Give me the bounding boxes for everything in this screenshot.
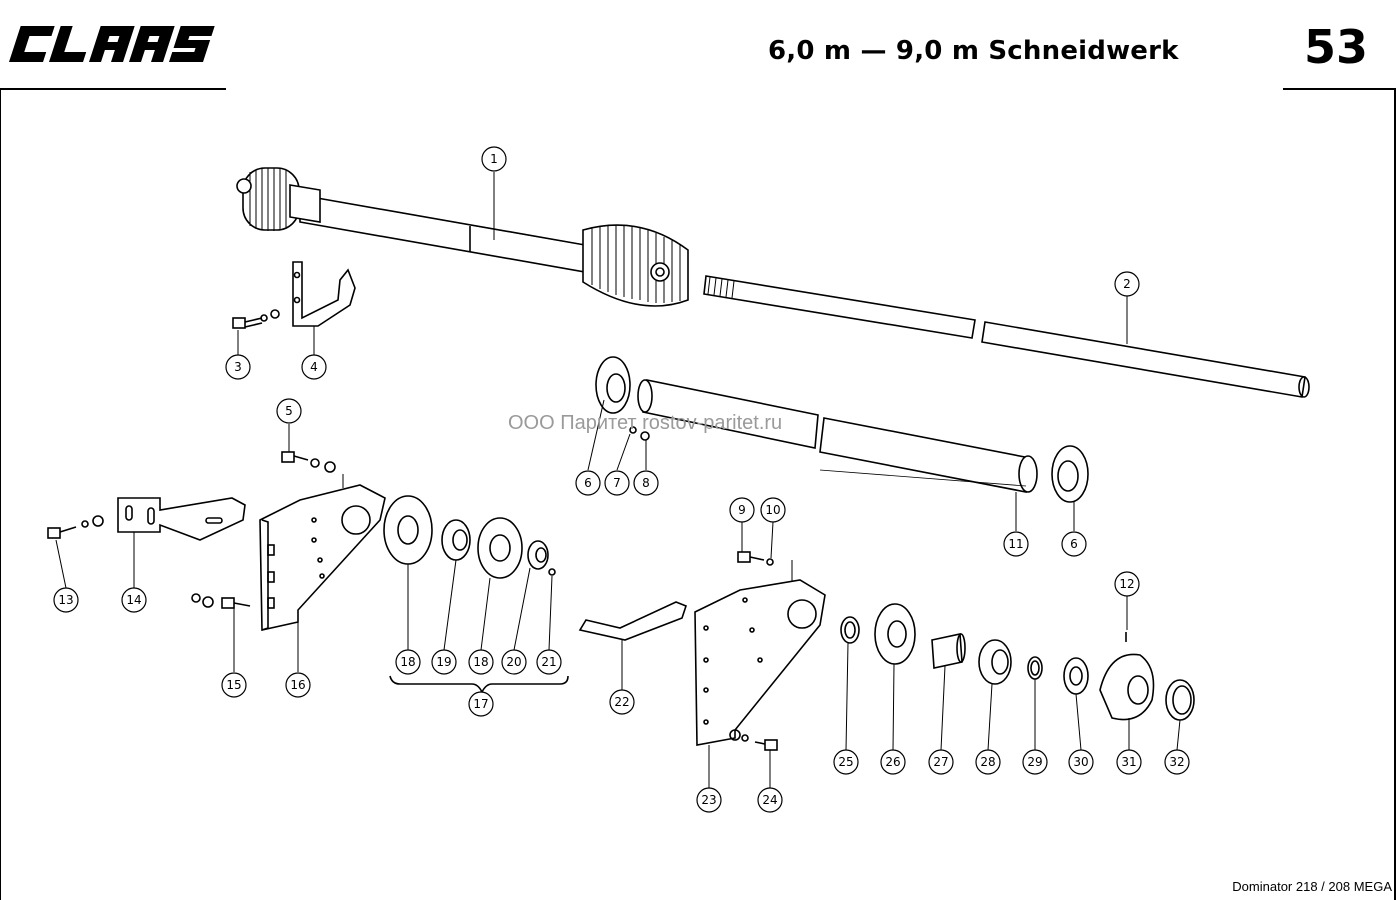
part-bolt	[191, 593, 251, 609]
part-long-shaft	[703, 275, 1310, 398]
svg-text:10: 10	[765, 503, 780, 517]
callout-15: 15	[221, 672, 247, 698]
svg-text:3: 3	[234, 360, 242, 374]
part-bolt	[47, 515, 104, 539]
callout-5: 5	[276, 398, 302, 424]
callout-12: 12	[1114, 571, 1140, 597]
part-bearing-stack	[840, 603, 1195, 721]
svg-text:20: 20	[506, 655, 521, 669]
part-bracket	[292, 261, 356, 327]
callout-28: 28	[975, 749, 1001, 775]
svg-text:28: 28	[980, 755, 995, 769]
svg-text:22: 22	[614, 695, 629, 709]
svg-text:15: 15	[226, 678, 241, 692]
part-washer-small	[629, 426, 637, 434]
header-rule-left	[0, 88, 226, 90]
svg-text:1: 1	[490, 152, 498, 166]
leader-lines	[55, 172, 1181, 788]
watermark: ООО Паритет rostov-paritet.ru	[508, 412, 783, 434]
svg-text:5: 5	[285, 404, 293, 418]
svg-text:13: 13	[58, 593, 73, 607]
svg-text:19: 19	[436, 655, 451, 669]
callout-3: 3	[225, 354, 251, 380]
footer-model: Dominator 218 / 208 MEGA	[1232, 879, 1392, 894]
svg-text:26: 26	[885, 755, 900, 769]
callout-21: 21	[536, 649, 562, 675]
svg-text:12: 12	[1119, 577, 1134, 591]
callout-30: 30	[1068, 749, 1094, 775]
part-bolt	[729, 729, 778, 751]
callout-17: 17	[468, 691, 494, 717]
callout-23: 23	[696, 787, 722, 813]
svg-text:31: 31	[1121, 755, 1136, 769]
part-bolt	[281, 451, 336, 473]
svg-text:24: 24	[762, 793, 777, 807]
svg-text:2: 2	[1123, 277, 1131, 291]
callout-7: 7	[604, 470, 630, 496]
svg-text:32: 32	[1169, 755, 1184, 769]
callout-1: 1	[481, 146, 507, 172]
svg-text:6: 6	[1070, 537, 1078, 551]
callout-4: 4	[301, 354, 327, 380]
part-angle-bracket	[117, 497, 246, 541]
svg-text:27: 27	[933, 755, 948, 769]
part-bolt	[737, 551, 774, 566]
svg-text:11: 11	[1008, 537, 1023, 551]
svg-text:4: 4	[310, 360, 318, 374]
part-flange	[595, 356, 1089, 503]
callout-25: 25	[833, 749, 859, 775]
svg-text:16: 16	[290, 678, 305, 692]
page-number: 53	[1304, 20, 1369, 74]
callout-8: 8	[633, 470, 659, 496]
callout-16: 16	[285, 672, 311, 698]
svg-text:9: 9	[738, 503, 746, 517]
claas-logo	[9, 26, 215, 62]
page-title: 6,0 m — 9,0 m Schneidwerk	[768, 36, 1179, 66]
callout-6: 6	[575, 470, 601, 496]
part-nut-small	[640, 431, 650, 441]
callout-31: 31	[1116, 749, 1142, 775]
part-drive-shaft	[236, 167, 689, 307]
svg-text:30: 30	[1073, 755, 1088, 769]
callout-24: 24	[757, 787, 783, 813]
callout-32: 32	[1164, 749, 1190, 775]
svg-text:17: 17	[473, 697, 488, 711]
svg-text:25: 25	[838, 755, 853, 769]
callout-14: 14	[121, 587, 147, 613]
callout-13: 13	[53, 587, 79, 613]
part-side-plate	[694, 579, 826, 746]
svg-text:8: 8	[642, 476, 650, 490]
part-bolt	[232, 309, 280, 329]
header-rule-right	[1283, 88, 1396, 90]
svg-text:14: 14	[126, 593, 141, 607]
part-tube	[637, 379, 1038, 493]
svg-text:6: 6	[584, 476, 592, 490]
svg-text:29: 29	[1027, 755, 1042, 769]
callout-10: 10	[760, 497, 786, 523]
assembly-brace	[389, 675, 569, 694]
svg-text:7: 7	[613, 476, 621, 490]
part-bearing-assembly	[383, 495, 556, 579]
callout-18: 18	[395, 649, 421, 675]
callout-19: 19	[431, 649, 457, 675]
callout-9: 9	[729, 497, 755, 523]
callout-27: 27	[928, 749, 954, 775]
part-mounting-plate	[259, 484, 386, 631]
callout-18: 18	[468, 649, 494, 675]
svg-text:21: 21	[541, 655, 556, 669]
svg-text:18: 18	[473, 655, 488, 669]
callout-2: 2	[1114, 271, 1140, 297]
part-strap	[578, 601, 687, 641]
callout-22: 22	[609, 689, 635, 715]
callout-20: 20	[501, 649, 527, 675]
callout-6: 6	[1061, 531, 1087, 557]
callout-26: 26	[880, 749, 906, 775]
svg-text:18: 18	[400, 655, 415, 669]
svg-text:23: 23	[701, 793, 716, 807]
callout-11: 11	[1003, 531, 1029, 557]
callout-29: 29	[1022, 749, 1048, 775]
